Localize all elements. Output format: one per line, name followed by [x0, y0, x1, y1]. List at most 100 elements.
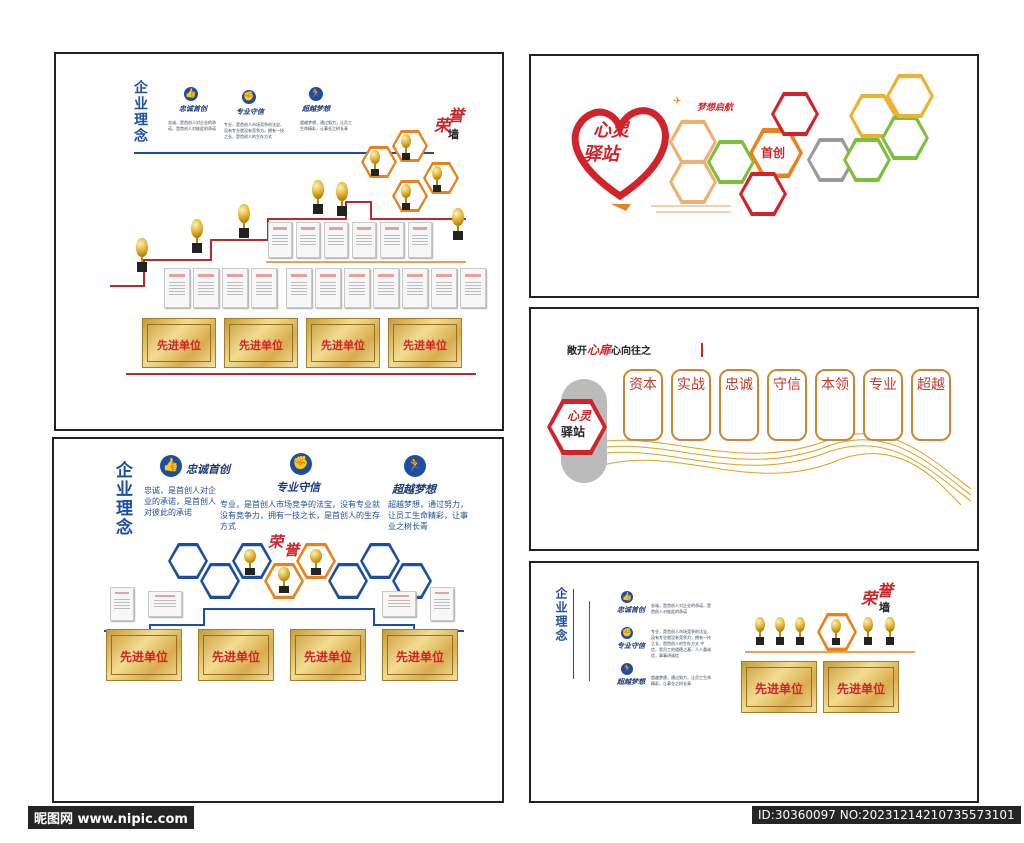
panel-honor-wall-bottom-right: 企业理念 👍 忠诚首创 忠诚，是首创人对企业的承诺，是首创人对彼此的承诺 ✊ 专… [529, 561, 979, 803]
plaque-title: 先进单位 [836, 682, 885, 696]
certificate [380, 222, 404, 258]
honor-char-2: 誉 [877, 581, 894, 600]
trophy-icon [276, 567, 292, 593]
thumbs-up-icon: 👍 [184, 87, 198, 101]
heart-text-2: 驿站 [583, 144, 619, 165]
column-label: 专业 [869, 377, 897, 393]
value-desc-3: 超越梦想，通过努力，让员工生命精彩，让事业之树长青 [300, 120, 352, 131]
certificate [193, 268, 219, 308]
award-plaque: 先进单位 [388, 318, 462, 368]
column-label: 实战 [677, 377, 705, 393]
panel-honor-wall-top-left: 企业理念 👍 忠诚首创 忠诚，是首创人对企业的承诺，是首创人对彼此的承诺 ✊ 专… [54, 52, 504, 431]
column-label: 资本 [629, 377, 657, 393]
value-label-1: 忠诚首创 [179, 104, 207, 113]
honor-char-3: 墙 [448, 128, 459, 141]
award-plaque: 先进单位 [382, 629, 458, 681]
slogan-text: 梦想启航 [697, 103, 734, 113]
value-column-1: 资本 [623, 369, 663, 441]
value-label-2: 专业守信 [276, 481, 320, 494]
certificate [251, 268, 277, 308]
certificate [164, 268, 190, 308]
honor-char-3: 墙 [879, 601, 890, 614]
plaque-title: 先进单位 [303, 650, 352, 664]
trophy-icon [450, 208, 466, 240]
certificate [315, 268, 341, 308]
award-plaque: 先进单位 [306, 318, 380, 368]
shelf-line [745, 651, 915, 653]
plaque-title: 先进单位 [239, 339, 283, 352]
column-label: 忠诚 [725, 377, 753, 393]
plaque-title: 先进单位 [403, 339, 447, 352]
value-column-6: 专业 [863, 369, 903, 441]
column-label: 超越 [917, 377, 945, 393]
column-label: 本领 [821, 377, 849, 393]
value-label-3: 超越梦想 [392, 483, 436, 496]
runner-icon: 🏃 [621, 663, 633, 675]
panel1-title: 企业理念 [132, 80, 148, 144]
value-column-3: 忠诚 [719, 369, 759, 441]
award-plaque: 先进单位 [106, 629, 182, 681]
watermark-id: ID:30360097 NO:20231214210735573101 [752, 806, 1021, 824]
value-label-2: 专业守信 [617, 641, 645, 650]
award-plaque: 先进单位 [224, 318, 298, 368]
certificate [382, 591, 416, 617]
info-hexagon [881, 116, 929, 160]
award-plaque: 先进单位 [142, 318, 216, 368]
panel-honor-wall-bottom-left: 企业理念 👍 忠诚首创 忠诚，是首创人对企业的承诺，是首创人对彼此的承诺 ✊ 专… [52, 437, 504, 803]
certificate [402, 268, 428, 308]
trophy-icon [334, 182, 350, 216]
trophy-icon [242, 549, 258, 575]
trophy-icon [861, 617, 875, 645]
blue-hexagon [200, 563, 240, 599]
column-label: 守信 [773, 377, 801, 393]
value-desc-1: 忠诚，是首创人对企业的承诺，是首创人对彼此的承诺 [651, 603, 711, 614]
certificate [430, 587, 454, 621]
trophy-icon [430, 166, 444, 192]
runner-icon: 🏃 [404, 455, 426, 477]
trophy-icon [368, 150, 382, 176]
plaque-title: 先进单位 [119, 650, 168, 664]
value-label-1: 忠诚首创 [617, 605, 645, 614]
trophy-icon [753, 617, 767, 645]
honor-char-2: 誉 [448, 106, 465, 125]
trophy-icon [793, 617, 807, 645]
honor-char-1: 荣 [434, 116, 451, 135]
honor-char-1: 荣 [268, 533, 284, 551]
plaque-title: 先进单位 [395, 650, 444, 664]
certificate [373, 268, 399, 308]
award-plaque: 先进单位 [741, 661, 817, 713]
plaque-title: 先进单位 [321, 339, 365, 352]
panel4-title: 企业理念 [112, 461, 132, 537]
title-part-2: 心扉 [587, 343, 612, 357]
panel-heart-station: 心灵 驿站 ✈ 梦想启航 首创 [529, 54, 979, 298]
bird-icon: ✈ [673, 96, 682, 107]
value-column-4: 守信 [767, 369, 807, 441]
info-hexagon [669, 120, 717, 164]
thumbs-up-icon: 👍 [621, 591, 633, 603]
certificate [460, 268, 486, 308]
trophy-icon [773, 617, 787, 645]
heart-text-1: 心灵 [593, 120, 629, 141]
trophy-icon [236, 204, 252, 238]
badge-hexagon [547, 399, 607, 455]
certificate [286, 268, 312, 308]
value-desc-3: 超越梦想，通过努力，让员工生命精彩，让事业之树长青 [388, 500, 468, 531]
trophy-icon [308, 549, 324, 575]
honor-char-1: 荣 [861, 589, 878, 608]
fist-icon: ✊ [242, 90, 256, 104]
plaque-title: 先进单位 [157, 339, 201, 352]
value-desc-1: 忠诚，是首创人对企业的承诺，是首创人对彼此的承诺 [144, 486, 216, 517]
value-label-2: 专业守信 [236, 107, 264, 116]
value-desc-2: 专业，是首创人市场竞争的法宝，没有专业就没有竞争力，拥有一技之长，是首创人的生存… [224, 122, 284, 139]
certificate [148, 591, 182, 617]
trophy-icon [883, 617, 897, 645]
badge-text-2: 驿站 [561, 425, 586, 439]
panel5-title: 企业理念 [554, 587, 568, 643]
plaque-title: 先进单位 [754, 682, 803, 696]
certificate [296, 222, 320, 258]
certificate [110, 587, 134, 621]
certificate [324, 222, 348, 258]
blue-divider [573, 589, 574, 679]
certificate [222, 268, 248, 308]
trophy-icon [310, 180, 326, 214]
